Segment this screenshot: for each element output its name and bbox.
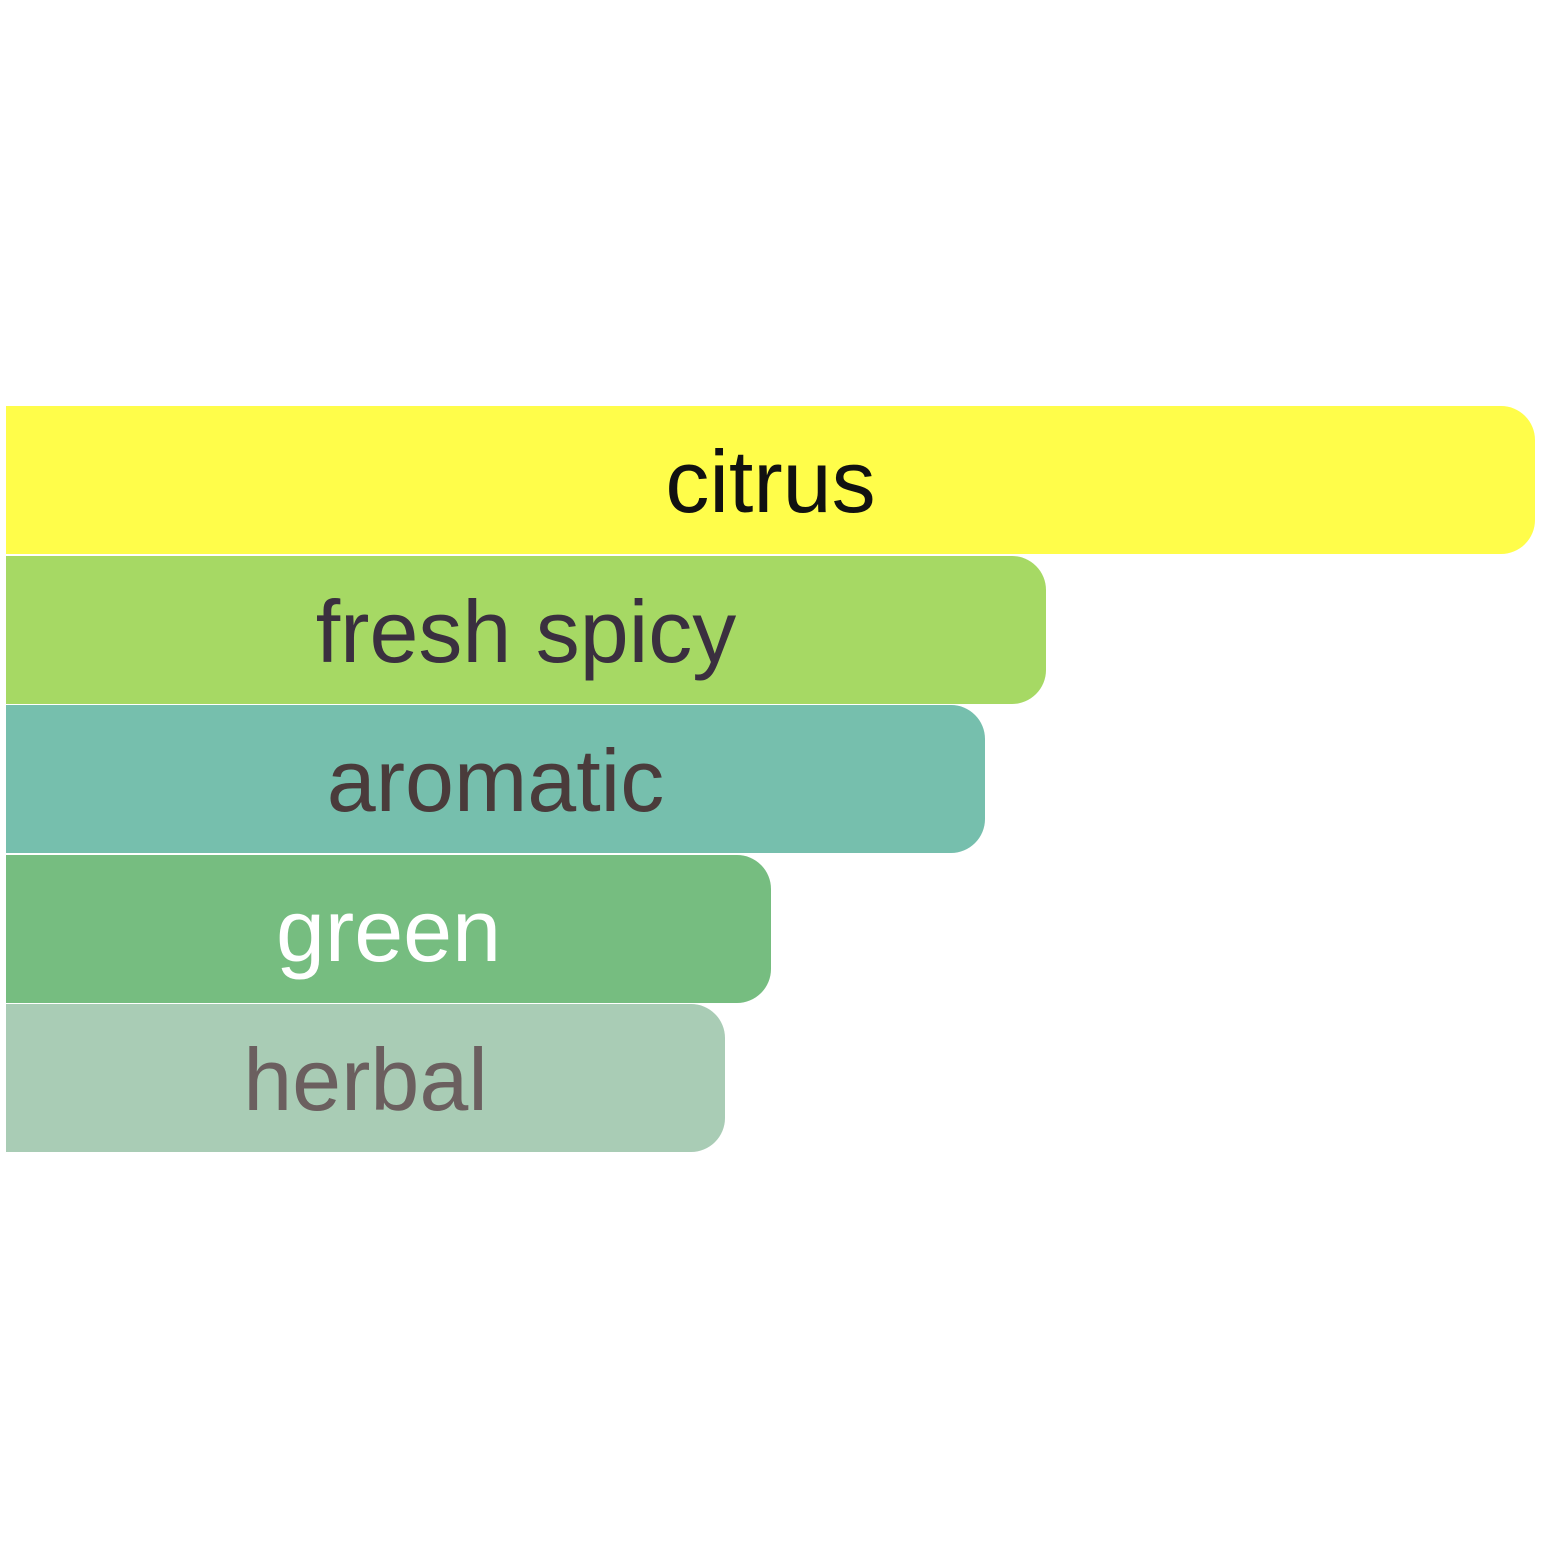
bar-label: green bbox=[275, 880, 502, 980]
bar-fresh-spicy: fresh spicy bbox=[6, 555, 1046, 704]
bar-label: fresh spicy bbox=[315, 581, 737, 681]
bar-label: aromatic bbox=[326, 731, 665, 830]
bar-green: green bbox=[6, 854, 771, 1003]
accords-bar-chart: citrus fresh spicy aromatic green herbal bbox=[6, 406, 1535, 1153]
bar-herbal: herbal bbox=[6, 1004, 725, 1152]
bar-citrus: citrus bbox=[6, 406, 1535, 554]
bar-aromatic: aromatic bbox=[6, 705, 985, 853]
bar-label: herbal bbox=[243, 1030, 488, 1129]
bar-label: citrus bbox=[665, 432, 876, 531]
